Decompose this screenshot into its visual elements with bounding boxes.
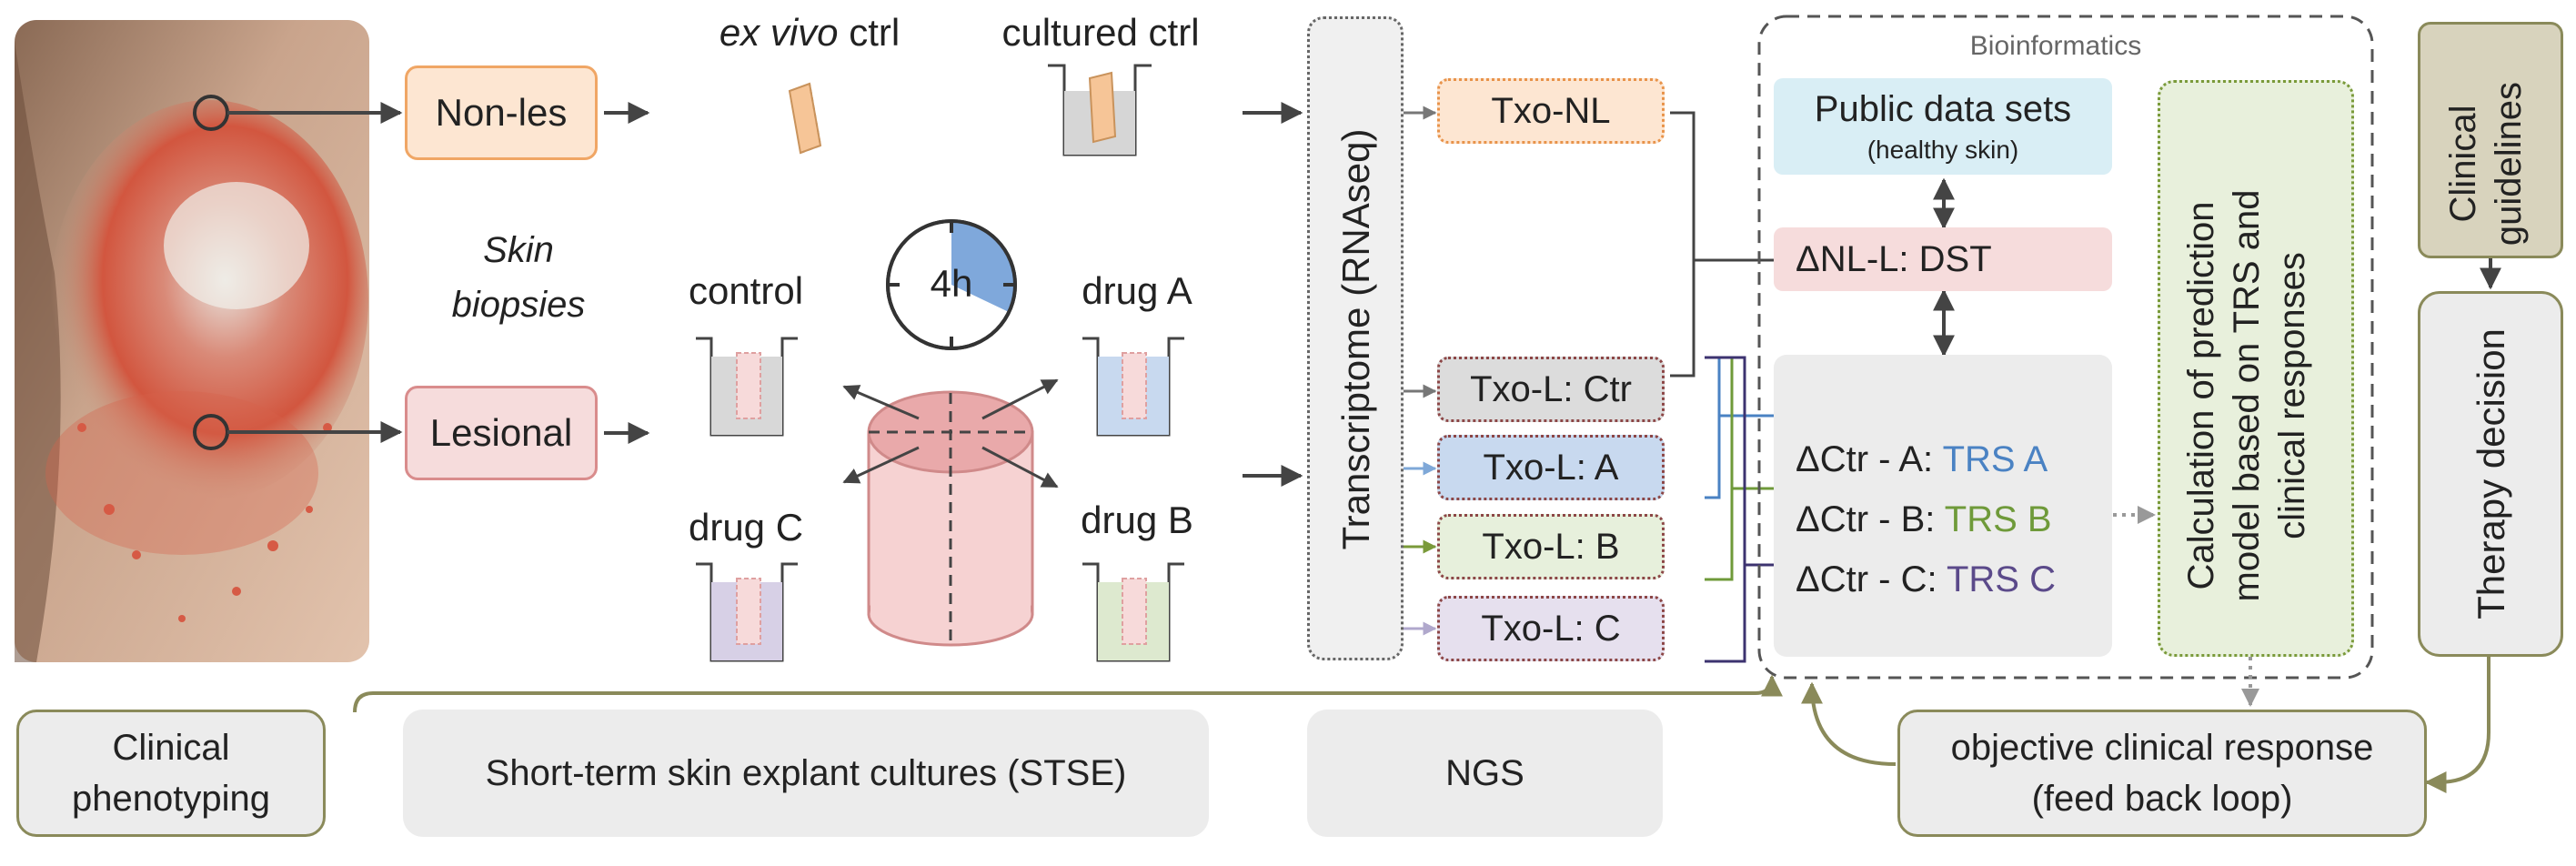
ngs-label: NGS xyxy=(1445,753,1524,793)
txo-b-label: Txo-L: B xyxy=(1482,527,1620,567)
skin-biopsies-label: Skin biopsies xyxy=(428,223,609,332)
objective-response-line: objective clinical response xyxy=(1950,728,2374,768)
trs-c-label: TRS C xyxy=(1946,559,2056,599)
skin-photo xyxy=(15,20,369,662)
delta-b-prefix: ΔCtr - B: xyxy=(1796,499,1945,539)
drug-b-label: drug B xyxy=(1081,498,1193,541)
therapy-decision-box xyxy=(2418,291,2563,657)
cultured-ctrl-well xyxy=(1048,64,1152,156)
biopsy-cylinder xyxy=(842,378,1059,647)
calc-line: Calculation of prediction xyxy=(2181,201,2221,590)
delta-c-row: ΔCtr - C: TRS C xyxy=(1796,549,2112,609)
bioinformatics-frame xyxy=(1757,15,2374,680)
control-label: control xyxy=(688,269,804,312)
txo-a-label: Txo-L: A xyxy=(1483,448,1619,488)
objective-response-box: objective clinical response (feed back l… xyxy=(1897,710,2427,837)
clinical-guidelines-line: guidelines xyxy=(2489,81,2529,247)
timer-label: 4h xyxy=(930,262,973,305)
txo-ctr-label: Txo-L: Ctr xyxy=(1470,369,1632,409)
txo-nl-box: Txo-NL xyxy=(1437,78,1665,144)
stse-box: Short-term skin explant cultures (STSE) xyxy=(403,710,1209,837)
skin-biopsies-line: biopsies xyxy=(451,285,586,325)
transcriptome-label: Transcriptome (RNAseq) xyxy=(1334,128,1377,550)
public-data-sub: (healthy skin) xyxy=(1867,136,2019,165)
drug-c-well xyxy=(696,562,798,662)
nonles-label: Non-les xyxy=(435,90,568,134)
calc-line: model based on TRS and xyxy=(2227,189,2267,602)
txo-c-label: Txo-L: C xyxy=(1481,609,1621,649)
exvivo-italic: ex vivo xyxy=(719,11,839,54)
dst-label: ΔNL-L: DST xyxy=(1796,239,1992,279)
public-data-title: Public data sets xyxy=(1814,89,2072,130)
nonles-box: Non-les xyxy=(405,65,598,160)
dst-box: ΔNL-L: DST xyxy=(1774,227,2112,291)
bioinformatics-title: Bioinformatics xyxy=(1937,31,2174,62)
txo-ctr-box: Txo-L: Ctr xyxy=(1437,357,1665,422)
public-data-box: Public data sets (healthy skin) xyxy=(1774,78,2112,175)
drug-c-label: drug C xyxy=(688,506,804,549)
calc-label: Calculation of prediction model based on… xyxy=(2179,114,2333,678)
therapy-decision-label: Therapy decision xyxy=(2470,328,2512,619)
txo-nl-label: Txo-NL xyxy=(1491,91,1611,131)
control-well xyxy=(696,337,798,437)
delta-a-row: ΔCtr - A: TRS A xyxy=(1796,429,2112,489)
calc-line: clinical responses xyxy=(2272,252,2312,539)
txo-a-box: Txo-L: A xyxy=(1437,435,1665,500)
clinical-phenotyping-line: phenotyping xyxy=(72,779,270,819)
exvivo-ctrl-label: ex vivo ctrl xyxy=(700,11,919,55)
trs-b-label: TRS B xyxy=(1944,499,2052,539)
lesional-box: Lesional xyxy=(405,386,598,480)
delta-box: ΔCtr - A: TRS A ΔCtr - B: TRS B ΔCtr - C… xyxy=(1774,355,2112,657)
trs-a-label: TRS A xyxy=(1942,439,2048,479)
ngs-box: NGS xyxy=(1307,710,1663,837)
cultured-ctrl-label: cultured ctrl xyxy=(1001,11,1200,54)
timer-clock xyxy=(886,219,1017,350)
drug-b-well xyxy=(1082,562,1184,662)
exvivo-rest: ctrl xyxy=(838,11,901,54)
exvivo-sample xyxy=(788,82,822,155)
clinical-guidelines-label: Clinical guidelines xyxy=(2440,55,2541,273)
delta-c-prefix: ΔCtr - C: xyxy=(1796,559,1947,599)
stse-label: Short-term skin explant cultures (STSE) xyxy=(485,753,1127,793)
transcriptome-box xyxy=(1307,16,1404,660)
skin-biopsies-line: Skin xyxy=(483,230,554,270)
delta-a-prefix: ΔCtr - A: xyxy=(1796,439,1943,479)
txo-c-box: Txo-L: C xyxy=(1437,596,1665,661)
clinical-phenotyping-line: Clinical xyxy=(112,728,230,768)
clinical-guidelines-box xyxy=(2418,22,2563,258)
delta-b-row: ΔCtr - B: TRS B xyxy=(1796,489,2112,549)
drug-a-label: drug A xyxy=(1082,269,1192,312)
objective-response-line: (feed back loop) xyxy=(2031,779,2293,819)
clinical-guidelines-line: Clinical xyxy=(2443,105,2483,223)
calc-box xyxy=(2158,80,2354,657)
lesional-label: Lesional xyxy=(429,410,573,454)
clinical-phenotyping-box: Clinical phenotyping xyxy=(16,710,326,837)
drug-a-well xyxy=(1082,337,1184,437)
txo-b-box: Txo-L: B xyxy=(1437,514,1665,579)
